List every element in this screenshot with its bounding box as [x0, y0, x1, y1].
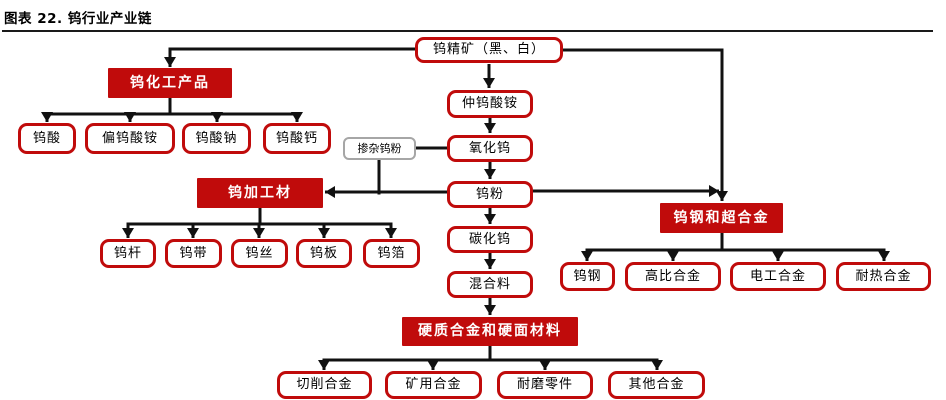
node-tungsten-powder: 钨粉 — [447, 181, 533, 208]
node-tungsten-carbide: 碳化钨 — [447, 226, 533, 253]
node-steel-superalloy-header: 钨钢和超合金 — [660, 203, 783, 233]
node-tungsten-steel: 钨钢 — [560, 262, 615, 291]
node-high-density-alloy: 高比合金 — [625, 262, 721, 291]
figure-title: 图表 22. 钨行业产业链 — [4, 11, 152, 27]
node-mixed-material: 混合料 — [447, 271, 533, 298]
node-sodium-tungstate: 钨酸钠 — [182, 123, 251, 154]
node-doped-tungsten-powder: 掺杂钨粉 — [343, 137, 416, 160]
node-tungsten-concentrate: 钨精矿（黑、白） — [415, 37, 563, 63]
node-tungsten-rod: 钨杆 — [100, 239, 156, 268]
node-heat-resistant-alloy: 耐热合金 — [836, 262, 931, 291]
node-tungstic-acid: 钨酸 — [18, 123, 76, 154]
node-tungsten-oxide: 氧化钨 — [447, 135, 533, 162]
node-cutting-alloy: 切削合金 — [277, 371, 372, 399]
node-tungsten-plate: 钨板 — [296, 239, 352, 268]
node-tungsten-strip: 钨带 — [165, 239, 222, 268]
node-electrical-alloy: 电工合金 — [730, 262, 826, 291]
node-ammonium-metatungstate: 偏钨酸铵 — [85, 123, 175, 154]
node-processed-materials-header: 钨加工材 — [197, 178, 323, 208]
node-other-alloy: 其他合金 — [608, 371, 705, 399]
node-tungsten-wire: 钨丝 — [231, 239, 288, 268]
node-ammonium-paratungstate: 仲钨酸铵 — [447, 90, 533, 118]
node-wear-parts: 耐磨零件 — [497, 371, 593, 399]
node-tungsten-foil: 钨箔 — [363, 239, 420, 268]
node-chemical-products-header: 钨化工产品 — [108, 68, 232, 98]
node-hard-alloy-header: 硬质合金和硬面材料 — [402, 317, 578, 346]
node-calcium-tungstate: 钨酸钙 — [263, 123, 331, 154]
title-divider — [2, 30, 933, 32]
node-mining-alloy: 矿用合金 — [385, 371, 482, 399]
